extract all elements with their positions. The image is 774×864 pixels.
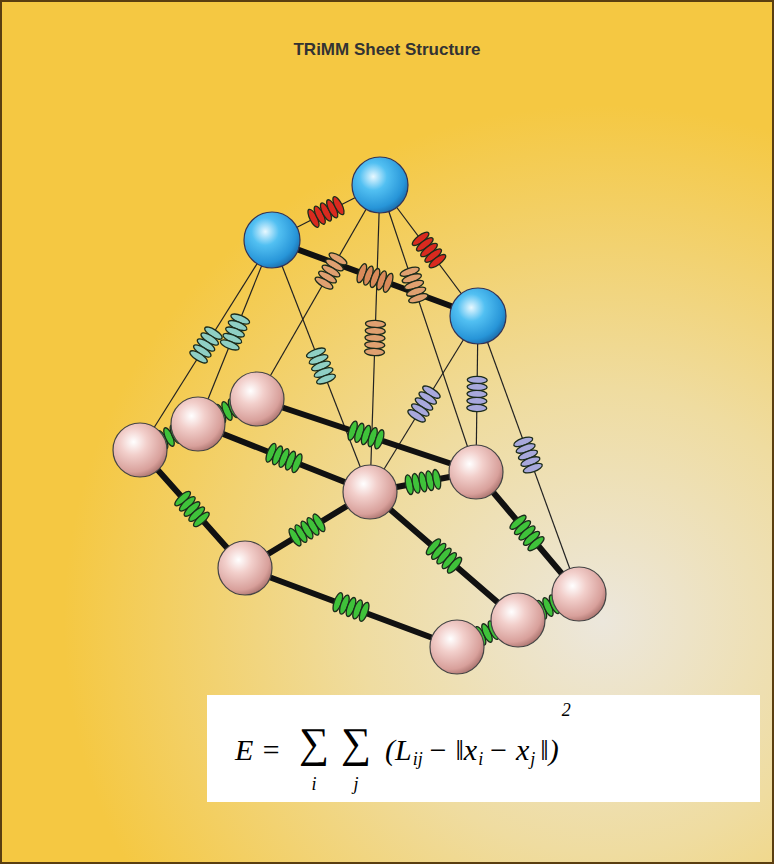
illustration-use (513, 435, 544, 475)
formula-index: i (478, 750, 483, 768)
illustration-use (399, 265, 429, 305)
illustration-use (364, 320, 385, 356)
illustration-circle (230, 372, 284, 426)
formula-index: j (530, 750, 535, 768)
formula-term: − x (488, 735, 529, 765)
formula-index: 2 (562, 701, 571, 719)
illustration-use (188, 325, 224, 365)
sum-symbol: ∑ (341, 722, 371, 764)
illustration-use (305, 346, 336, 386)
illustration-circle (450, 288, 506, 344)
top-spheres (244, 157, 506, 344)
illustration-circle (491, 593, 545, 647)
formula-index: ij (413, 750, 423, 768)
springs (149, 195, 568, 649)
formula-index: i (312, 775, 317, 793)
illustration-line (370, 492, 518, 620)
illustration-use (331, 592, 371, 623)
illustration-use (314, 251, 349, 291)
illustration-circle (113, 423, 167, 477)
illustration-use (287, 512, 327, 547)
bottom-spheres (113, 372, 606, 674)
illustration-use (467, 376, 488, 412)
illustration-use (219, 312, 251, 352)
illustration-use (424, 537, 464, 575)
illustration-use (346, 420, 386, 450)
formula-term: − ‖x (428, 735, 477, 765)
rigid-bars (140, 240, 579, 647)
diagram-title: TRiMM Sheet Structure (2, 40, 772, 60)
illustration-circle (352, 157, 408, 213)
link-lines (140, 185, 579, 594)
formula-term: ‖) (540, 735, 558, 765)
illustration-use (306, 195, 346, 229)
formula-term: E = (235, 735, 281, 765)
sum-symbol: ∑ (299, 722, 329, 764)
illustration-line (245, 568, 457, 647)
illustration-use (406, 384, 442, 424)
illustration-circle (244, 212, 300, 268)
illustration-use (355, 263, 395, 294)
formula-term: (L (385, 735, 412, 765)
illustration-use (173, 489, 211, 529)
illustration-use (264, 442, 304, 474)
illustration-line (272, 240, 478, 316)
illustration-use (508, 513, 546, 553)
illustration-circle (171, 397, 225, 451)
illustration-use (404, 469, 442, 495)
formula-index: j (354, 775, 359, 793)
illustration-circle (343, 465, 397, 519)
illustration-circle (430, 620, 484, 674)
illustration-circle (552, 567, 606, 621)
formula-box: E =∑i∑j(Lij− ‖xi− xj‖)2 (207, 695, 760, 802)
illustration-use (410, 230, 447, 270)
illustration-circle (218, 541, 272, 595)
illustration-line (198, 424, 370, 492)
illustration-circle (449, 445, 503, 499)
